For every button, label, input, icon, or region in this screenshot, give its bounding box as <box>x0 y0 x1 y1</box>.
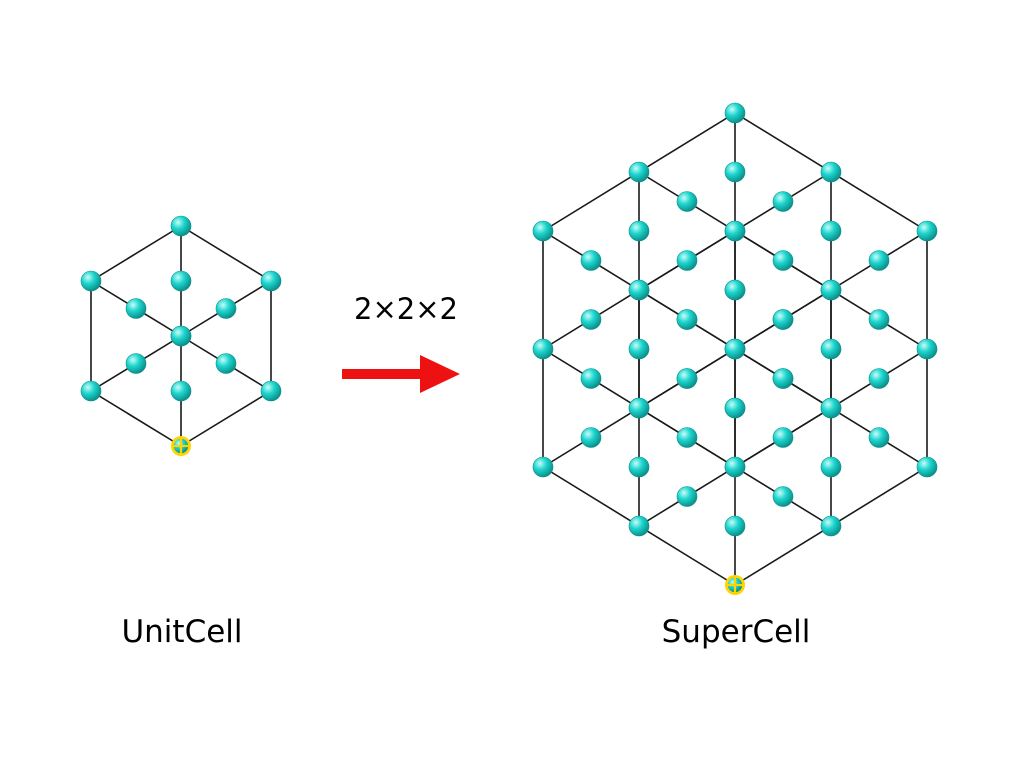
unit-cell-atoms <box>80 215 282 456</box>
super-cell-atom <box>916 456 938 478</box>
unit-cell-atom <box>170 325 192 347</box>
unit-cell-atom <box>170 270 192 292</box>
unit-cell-edge <box>180 390 272 447</box>
super-cell-atom <box>676 309 698 330</box>
super-cell-atom <box>916 338 938 360</box>
super-cell-atom <box>772 427 794 448</box>
unit-cell-atom <box>260 380 282 402</box>
super-cell-atom <box>724 279 746 301</box>
super-cell-atom <box>676 191 698 212</box>
unit-cell-atom <box>80 380 102 402</box>
super-cell-atom <box>628 456 650 478</box>
super-cell-atom <box>724 220 746 242</box>
super-cell-atom <box>628 397 650 419</box>
super-cell-atom <box>820 515 842 537</box>
super-cell-atom <box>628 220 650 242</box>
super-cell-atom <box>532 456 554 478</box>
super-cell-atom <box>628 515 650 537</box>
super-cell-atom <box>724 397 746 419</box>
super-cell-atom <box>580 427 602 448</box>
super-cell-atom <box>676 368 698 389</box>
super-cell-atom <box>724 515 746 537</box>
super-cell-atom <box>772 486 794 507</box>
super-cell-atom <box>676 486 698 507</box>
unit-cell-atom <box>215 298 237 319</box>
super-cell-atom <box>532 338 554 360</box>
super-cell-atom <box>532 220 554 242</box>
super-cell <box>532 102 938 595</box>
super-cell-atom <box>724 456 746 478</box>
super-cell-label: SuperCell <box>661 614 811 650</box>
super-cell-atom <box>820 397 842 419</box>
super-cell-atom <box>724 161 746 183</box>
unit-cell-atom <box>170 215 192 237</box>
super-cell-atom <box>772 368 794 389</box>
arrow-right-icon <box>342 355 460 393</box>
unit-cell-edge <box>90 225 182 282</box>
super-cell-atom <box>676 427 698 448</box>
unit-cell <box>80 215 282 456</box>
super-cell-atom <box>772 250 794 271</box>
super-cell-atom <box>820 279 842 301</box>
super-cell-atom <box>772 309 794 330</box>
unit-cell-edge <box>180 225 272 282</box>
super-cell-atom <box>580 309 602 330</box>
super-cell-atom <box>820 338 842 360</box>
super-cell-atom <box>868 309 890 330</box>
super-cell-atom <box>916 220 938 242</box>
unit-cell-atom <box>170 380 192 402</box>
super-cell-atom <box>724 338 746 360</box>
unit-cell-label: UnitCell <box>121 614 243 650</box>
origin-marker-icon <box>171 436 191 456</box>
super-cell-atom <box>580 368 602 389</box>
unit-cell-atom <box>80 270 102 292</box>
unit-cell-atom <box>215 353 237 374</box>
super-cell-atoms <box>532 102 938 595</box>
super-cell-atom <box>820 220 842 242</box>
super-cell-atom <box>724 102 746 124</box>
super-cell-atom <box>628 338 650 360</box>
unit-cell-atom <box>125 298 147 319</box>
unit-cell-edge <box>90 390 182 447</box>
super-cell-atom <box>772 191 794 212</box>
super-cell-atom <box>820 161 842 183</box>
origin-marker-icon <box>725 575 745 595</box>
super-cell-atom <box>628 161 650 183</box>
super-cell-atom <box>628 279 650 301</box>
super-cell-atom <box>580 250 602 271</box>
unit-cell-atom <box>125 353 147 374</box>
super-cell-atom <box>676 250 698 271</box>
super-cell-atom <box>868 250 890 271</box>
super-cell-atom <box>820 456 842 478</box>
super-cell-atom <box>868 368 890 389</box>
unit-cell-atom <box>260 270 282 292</box>
supercell-factor-label: 2×2×2 <box>354 292 458 326</box>
super-cell-atom <box>868 427 890 448</box>
